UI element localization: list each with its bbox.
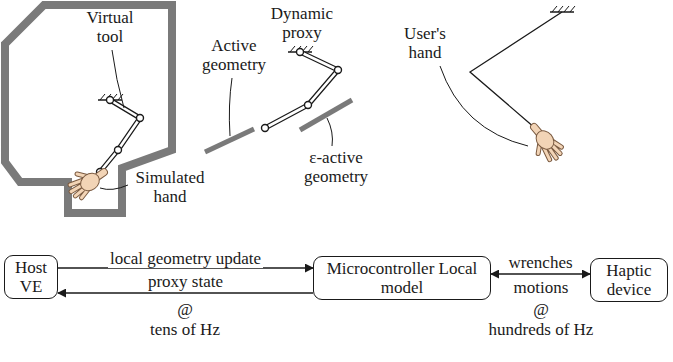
leader-line	[229, 78, 232, 136]
ground-symbol	[550, 6, 575, 12]
annotation-label: @	[165, 300, 205, 319]
leader-line	[112, 50, 124, 108]
box-text: Host VE	[9, 258, 53, 296]
edge-label: wrenches	[506, 253, 574, 272]
annotation-label: User's hand	[392, 24, 458, 62]
edge-label: local geometry update	[108, 249, 263, 268]
leader-line	[100, 185, 128, 189]
edge-label: proxy state	[146, 272, 225, 291]
annotation-label: Active geometry	[194, 36, 274, 74]
annotation-label: ε-active geometry	[294, 148, 378, 186]
process-box: Microcontroller Local model	[313, 256, 491, 300]
box-text: Microcontroller Local model	[318, 259, 486, 297]
annotation-label: motions	[496, 278, 586, 297]
simulated-hand	[65, 161, 109, 201]
device-linkage	[470, 12, 562, 128]
connector-arrow	[58, 292, 313, 293]
tool-linkage	[100, 100, 140, 172]
annotation-label: tens of Hz	[140, 320, 230, 339]
annotation-label: @	[521, 300, 561, 319]
leader-line	[327, 118, 332, 146]
leader-line	[440, 66, 528, 146]
epsilon-active-geometry	[300, 100, 352, 130]
annotation-label: Virtual tool	[78, 8, 142, 46]
annotation-label: Simulated hand	[128, 168, 212, 206]
process-box: Haptic device	[590, 258, 668, 302]
joint-circles	[97, 97, 144, 176]
users-hand	[523, 122, 564, 165]
box-text: Haptic device	[595, 261, 663, 299]
annotation-label: Dynamic proxy	[262, 4, 342, 42]
joint-circles	[262, 49, 342, 132]
annotation-label: hundreds of Hz	[481, 320, 601, 339]
process-box: Host VE	[4, 255, 58, 299]
connector-arrow	[491, 273, 590, 274]
